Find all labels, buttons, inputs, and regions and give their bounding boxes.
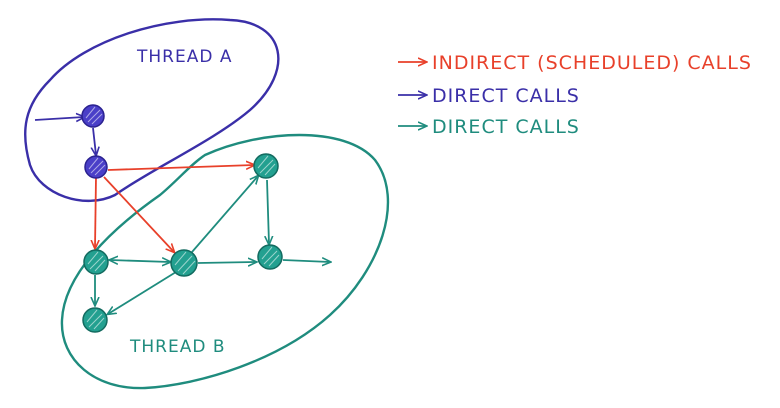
thread-a-boundary [23, 18, 280, 203]
indirect-edge-to-b2 [103, 176, 174, 252]
legend-direct-a-label: DIRECT CALLS [432, 85, 580, 107]
edge-b4-b3 [267, 179, 269, 244]
indirect-edge-to-b1 [95, 176, 96, 248]
node-b3 [257, 244, 283, 270]
edge-b3-out [282, 260, 330, 262]
entry-edge [34, 117, 84, 120]
node-a1 [81, 104, 105, 128]
node-b5 [82, 307, 108, 333]
indirect-edge-to-b4 [107, 165, 254, 171]
edge-b2-b4 [191, 176, 258, 253]
legend-direct-b-label: DIRECT CALLS [432, 116, 580, 138]
thread-a-label: THREAD A [136, 47, 232, 67]
thread-b-boundary [60, 133, 390, 390]
legend-indirect-label: INDIRECT (SCHEDULED) CALLS [432, 52, 752, 74]
node-b1 [83, 249, 109, 275]
node-a2 [84, 155, 108, 179]
edge-b2-b3 [197, 262, 256, 263]
edge-a1-a2 [93, 127, 96, 155]
edge-b1-b2 [110, 260, 170, 262]
node-b2 [170, 249, 198, 277]
thread-b-label: THREAD B [129, 337, 226, 357]
node-b4 [253, 153, 279, 179]
legend: INDIRECT (SCHEDULED) CALLS DIRECT CALLS … [398, 52, 752, 138]
edge-b2-b5 [108, 271, 177, 314]
